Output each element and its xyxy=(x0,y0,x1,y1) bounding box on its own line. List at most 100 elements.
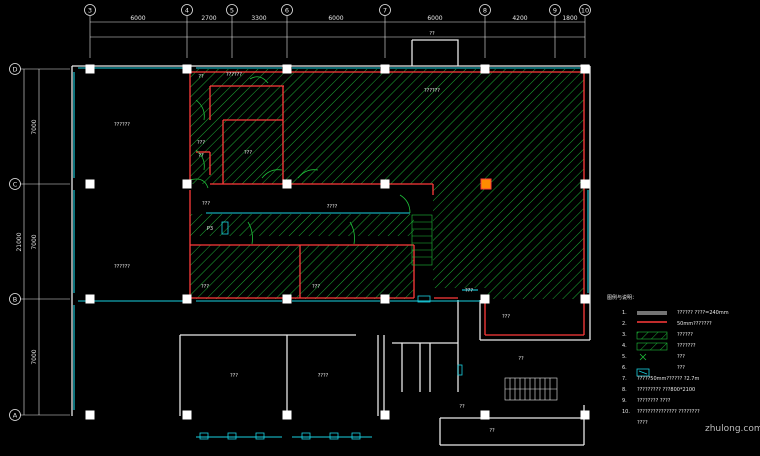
span-d-c: 7000 xyxy=(31,119,38,134)
axis-bubble-3: 3 xyxy=(84,4,96,16)
legend-item: 9.???????? ???? xyxy=(622,398,671,404)
legend-item-text: ??????????????? ???????? xyxy=(637,409,700,415)
legend-items: 1.?????? ????=240mm2.50mm???????3.??????… xyxy=(622,310,729,426)
legend-symbol-3 xyxy=(636,331,668,340)
label-small-a: ?? xyxy=(198,74,204,80)
span-4-5: 2700 xyxy=(201,15,216,22)
legend-item: 5.??? xyxy=(622,354,685,360)
legend: 图例与说明： 1.?????? ????=240mm2.50mm???????3… xyxy=(607,294,729,426)
label-top-room: ?? xyxy=(429,31,435,37)
glass-mullions xyxy=(199,221,463,440)
span-c-b: 7000 xyxy=(31,234,38,249)
axis-label: D xyxy=(12,65,17,73)
axis-bubble-7: 7 xyxy=(379,4,391,16)
span-8-9: 4200 xyxy=(512,15,527,22)
legend-item-text: 50mm??????? xyxy=(677,321,712,327)
legend-item-text: ?????? xyxy=(677,332,693,338)
column xyxy=(85,294,95,304)
legend-item-number: 2. xyxy=(622,321,627,327)
label-room-lower-c: ??? xyxy=(502,314,510,320)
axis-label: 5 xyxy=(230,6,234,14)
column xyxy=(580,179,590,189)
span-7-8: 6000 xyxy=(427,15,442,22)
accent-column xyxy=(480,178,492,190)
axis-label: C xyxy=(13,180,18,188)
label-stair-room: ?? xyxy=(518,356,524,362)
legend-item-text: ?????? ????=240mm xyxy=(677,310,729,316)
legend-item: 2. 50mm??????? xyxy=(622,321,712,327)
room-labels: ?? ?????? ?????? ?????? ?? ?????? ??? ??… xyxy=(114,31,524,434)
legend-item-text: ???? xyxy=(637,420,648,426)
axis-label: 4 xyxy=(185,6,189,14)
column xyxy=(580,410,590,420)
axis-bubble-C: C xyxy=(9,178,21,190)
legend-item-number: 6. xyxy=(622,365,627,371)
column xyxy=(182,294,192,304)
column xyxy=(480,64,490,74)
column xyxy=(282,294,292,304)
label-p: P3 xyxy=(207,226,213,232)
axis-bubble-4: 4 xyxy=(181,4,193,16)
label-bottom-small: ?? xyxy=(459,404,465,410)
label-left-upper: ?????? xyxy=(114,122,130,128)
legend-item: ???? xyxy=(637,420,648,426)
legend-item-text: ?????50mm?????? ?2.7m xyxy=(637,376,699,382)
column xyxy=(282,179,292,189)
column xyxy=(182,64,192,74)
column xyxy=(580,64,590,74)
legend-item-text: ????????? ???800*2100 xyxy=(637,387,695,393)
column xyxy=(85,410,95,420)
label-workshop: ?????? xyxy=(424,88,440,94)
legend-item-text: ??? xyxy=(677,365,685,371)
column xyxy=(380,410,390,420)
legend-item-number: 5. xyxy=(622,354,627,360)
legend-item-number: 10. xyxy=(622,409,630,415)
top-dimension-lines xyxy=(89,16,586,58)
legend-item: 10. ??????????????? ???????? xyxy=(622,409,700,415)
span-b-a: 7000 xyxy=(31,349,38,364)
column xyxy=(85,179,95,189)
axis-label: 8 xyxy=(483,6,487,14)
stair-symbol xyxy=(504,377,558,401)
label-bottom-box: ?? xyxy=(489,428,495,434)
legend-item-number: 1. xyxy=(622,310,627,316)
column xyxy=(85,64,95,74)
legend-symbol-4 xyxy=(636,342,668,351)
left-dimension-lines xyxy=(20,68,70,416)
structural-columns xyxy=(85,64,590,420)
legend-item-text: ??????? xyxy=(677,343,696,349)
legend-item: 7. ?????50mm?????? ?2.7m xyxy=(622,376,699,382)
label-office-top: ?????? xyxy=(226,72,242,78)
axis-bubble-8: 8 xyxy=(479,4,491,16)
label-small-c: ?? xyxy=(198,153,204,159)
legend-symbol-5 xyxy=(639,353,647,361)
column xyxy=(480,294,490,304)
axis-bubble-9: 9 xyxy=(549,4,561,16)
legend-item-number: 7. xyxy=(622,376,627,382)
label-room-lower-b: ??? xyxy=(312,284,320,290)
legend-item-text: ??? xyxy=(677,354,685,360)
span-3-4: 6000 xyxy=(130,15,145,22)
legend-item: 1. ?????? ????=240mm xyxy=(622,310,729,316)
stair-inside xyxy=(411,214,433,266)
legend-item-number: 8. xyxy=(622,387,627,393)
label-room-lower-a: ??? xyxy=(201,284,209,290)
axis-label: A xyxy=(13,411,18,419)
axis-bubble-10: 10 xyxy=(579,4,591,16)
axis-bubble-5: 5 xyxy=(226,4,238,16)
legend-title: 图例与说明： xyxy=(607,294,637,301)
column xyxy=(480,410,490,420)
column xyxy=(182,410,192,420)
watermark: zhulong.com xyxy=(705,424,760,434)
legend-item-number: 9. xyxy=(622,398,627,404)
axis-label: 9 xyxy=(553,6,557,14)
label-bottom-mid: ???? xyxy=(318,373,329,379)
column xyxy=(380,64,390,74)
legend-item: 4.??????? xyxy=(622,343,696,349)
door-swings xyxy=(189,76,411,245)
axis-label: 10 xyxy=(581,6,589,14)
outer-walls xyxy=(71,39,591,446)
